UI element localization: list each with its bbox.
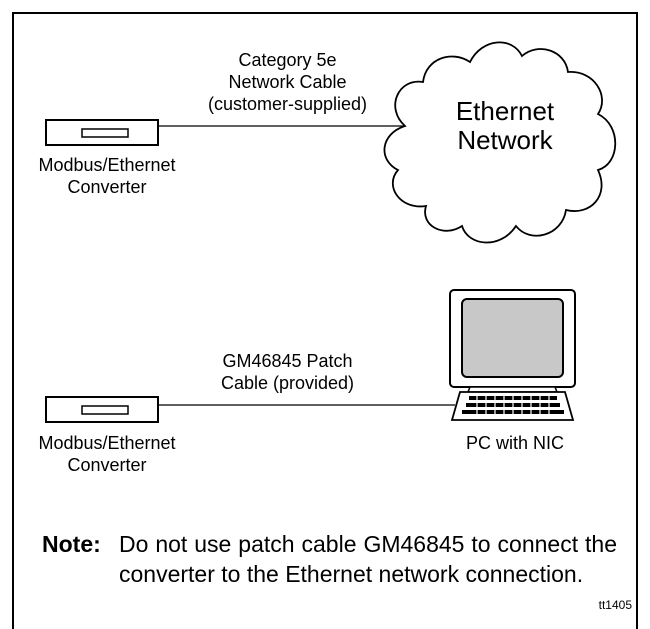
cable-label-line: (customer-supplied) — [207, 94, 368, 114]
converter-label-line: Converter — [67, 455, 147, 475]
network-label-line: Ethernet — [455, 96, 555, 126]
converter-device-top — [45, 119, 159, 146]
ethernet-network-label: Ethernet Network — [430, 97, 580, 155]
cable-label-line: Category 5e — [238, 50, 337, 70]
note-text: Do not use patch cable GM46845 to connec… — [119, 531, 617, 587]
converter-label-line: Converter — [67, 177, 147, 197]
note-block: Note: Do not use patch cable GM46845 to … — [42, 529, 617, 589]
converter-device-bottom — [45, 396, 159, 423]
note-label: Note: — [42, 531, 101, 557]
converter-label-line: Modbus/Ethernet — [38, 155, 176, 175]
converter-label-line: Modbus/Ethernet — [38, 433, 176, 453]
figure-id: tt1405 — [598, 598, 632, 612]
converter-label-top: Modbus/Ethernet Converter — [17, 154, 197, 198]
cable-label-line: GM46845 Patch — [222, 351, 353, 371]
ethernet-cloud — [383, 41, 617, 244]
pc-label: PC with NIC — [465, 433, 564, 453]
cable-label-line: Network Cable — [228, 72, 347, 92]
frame-border — [12, 12, 638, 629]
network-label-line: Network — [457, 125, 553, 155]
cable-label-line: Cable (provided) — [220, 373, 355, 393]
converter-label-bottom: Modbus/Ethernet Converter — [17, 432, 197, 476]
network-cable-label: Category 5e Network Cable (customer-supp… — [180, 49, 395, 115]
patch-cable-label: GM46845 Patch Cable (provided) — [200, 350, 375, 394]
pc-computer — [449, 289, 576, 421]
